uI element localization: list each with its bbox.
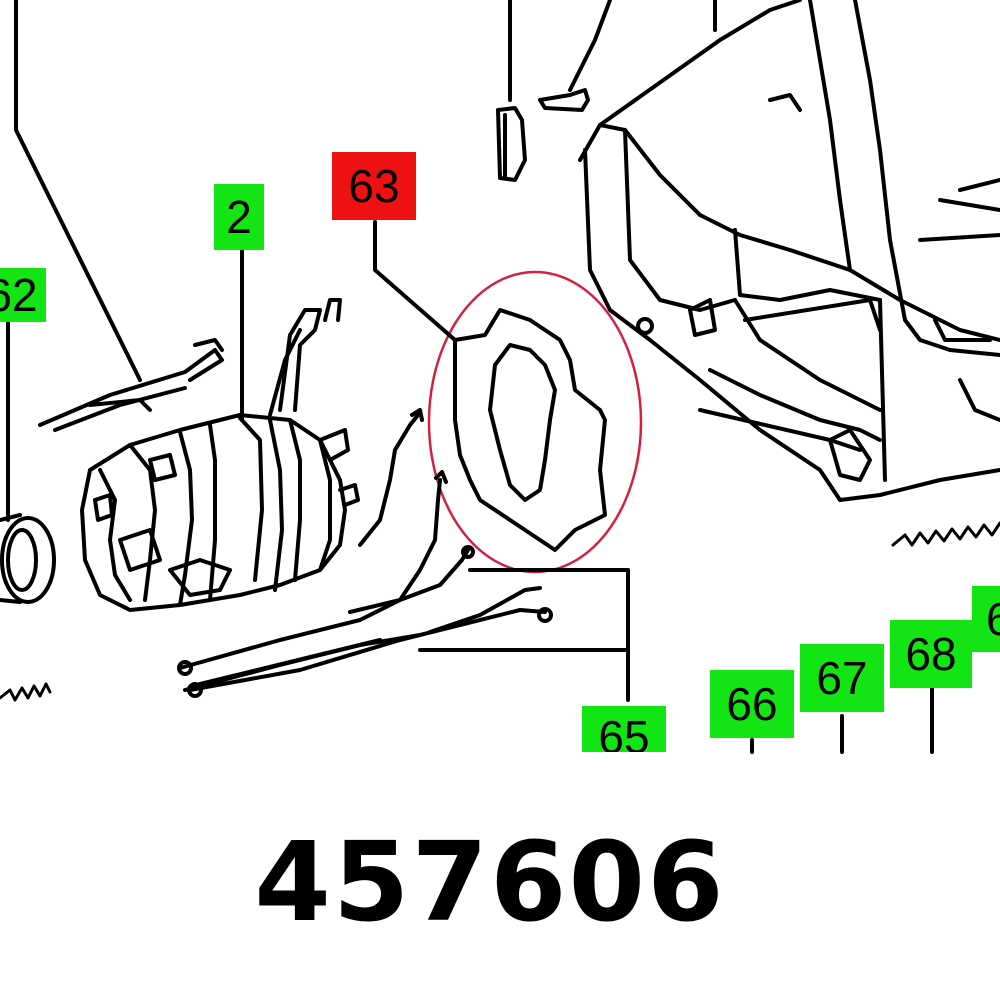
callout-66[interactable]: 66 [710,670,794,738]
part-number: 457606 [254,818,726,946]
cable-leads-part-65 [177,408,553,698]
bushing-part-62 [0,513,56,604]
highlight-circle [427,270,643,574]
callout-65[interactable]: 65 [582,706,666,752]
callout-62[interactable]: 62 [0,268,46,322]
vertical-screw [496,0,527,182]
callout-63[interactable]: 63 [332,152,416,220]
terminal-strip [38,338,224,432]
stator-part-2 [80,248,360,612]
callout-2[interactable]: 2 [214,184,264,250]
leader-bracket-65 [418,568,630,702]
spring-left [0,682,52,702]
callout-67[interactable]: 67 [800,644,884,712]
callout-68[interactable]: 68 [890,620,972,688]
callout-69[interactable]: 6 [972,586,1000,652]
leader-line-top-left [14,0,142,382]
small-screw [538,0,612,112]
spring-right [891,521,1000,547]
gasket-part-63 [453,308,607,552]
leader-line-63 [373,220,457,342]
motor-housing [578,0,1000,502]
